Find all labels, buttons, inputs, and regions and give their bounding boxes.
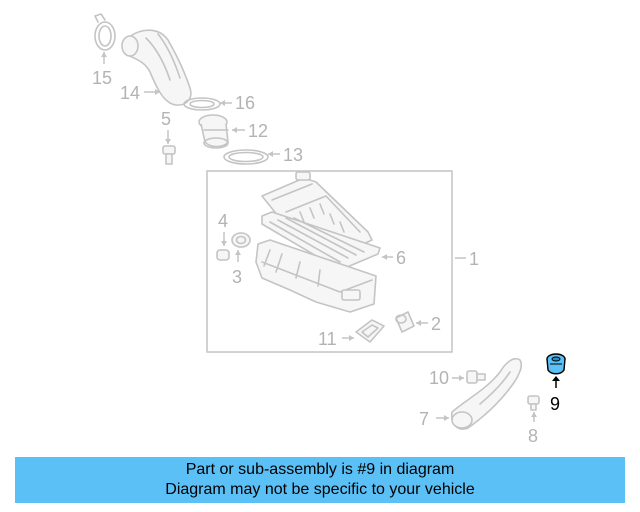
part-4-clip[interactable]: [216, 249, 230, 261]
callout-16: 16: [235, 93, 255, 113]
parts-diagram: 15 14 16 5 12 13: [92, 13, 566, 446]
callout-14: 14: [120, 83, 140, 103]
callout-6: 6: [396, 248, 406, 268]
part-13-ring[interactable]: [223, 149, 269, 165]
callout-15: 15: [92, 68, 112, 88]
callout-13: 13: [283, 145, 303, 165]
callout-3: 3: [232, 267, 242, 287]
part-2-fitting[interactable]: [395, 311, 415, 333]
callout-2: 2: [431, 314, 441, 334]
part-10-bolt[interactable]: [466, 370, 486, 384]
assembly-frame: [206, 170, 453, 353]
callout-11: 11: [318, 329, 337, 349]
part-3-grommet[interactable]: [231, 232, 251, 248]
part-7-duct[interactable]: [450, 357, 523, 430]
callout-9-arrow: [552, 376, 560, 381]
callout-4: 4: [218, 211, 228, 231]
callout-5: 5: [161, 109, 171, 129]
callout-1: 1: [469, 249, 479, 269]
callout-10: 10: [429, 368, 449, 388]
part-9-grommet-highlighted[interactable]: [546, 353, 566, 375]
part-8-bolt[interactable]: [527, 395, 540, 411]
part-16-gasket[interactable]: [183, 97, 221, 111]
part-12-sleeve[interactable]: [198, 114, 229, 149]
part-14-intake-duct[interactable]: [121, 29, 192, 106]
banner-line-2: Diagram may not be specific to your vehi…: [165, 481, 475, 498]
callout-7: 7: [419, 409, 429, 429]
part-15-clamp[interactable]: [94, 13, 116, 51]
air-cleaner-lower-case[interactable]: [255, 239, 377, 313]
callout-9: 9: [550, 394, 560, 414]
info-banner: Part or sub-assembly is #9 in diagram Di…: [15, 457, 625, 503]
callout-12: 12: [248, 121, 268, 141]
banner-line-1: Part or sub-assembly is #9 in diagram: [185, 461, 455, 478]
part-5-bolt[interactable]: [162, 145, 176, 165]
part-6-filter-element[interactable]: [261, 211, 381, 271]
callout-8: 8: [528, 426, 538, 446]
part-11-mount[interactable]: [355, 319, 385, 343]
